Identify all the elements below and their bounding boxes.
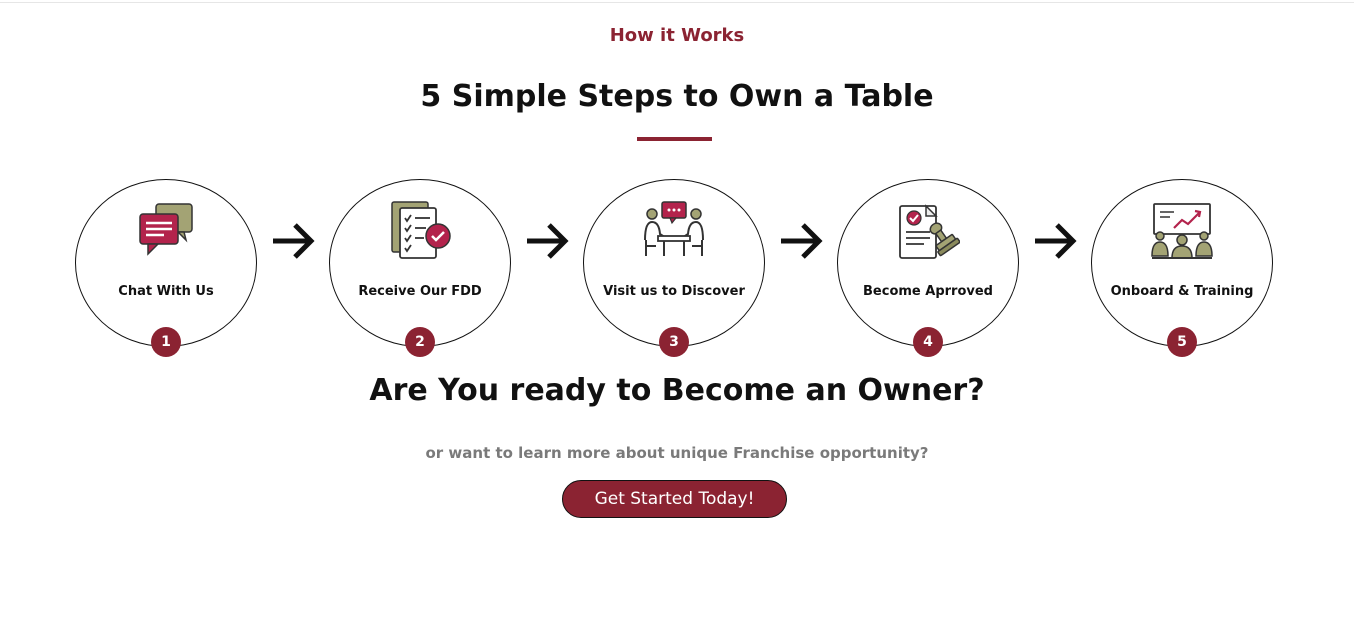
top-divider bbox=[0, 2, 1354, 3]
step-label: Chat With Us bbox=[118, 284, 214, 299]
step-number-badge: 3 bbox=[659, 327, 689, 357]
chat-bubbles-icon bbox=[134, 200, 198, 264]
step-number-badge: 2 bbox=[405, 327, 435, 357]
section-eyebrow: How it Works bbox=[609, 25, 745, 46]
meeting-icon bbox=[642, 200, 706, 264]
cta-heading: Are You ready to Become an Owner? bbox=[369, 373, 985, 408]
get-started-button[interactable]: Get Started Today! bbox=[562, 480, 787, 518]
step-2: Receive Our FDD 2 bbox=[329, 179, 511, 357]
step-number-badge: 1 bbox=[151, 327, 181, 357]
step-label: Visit us to Discover bbox=[603, 284, 745, 299]
step-label: Become Aprroved bbox=[863, 284, 993, 299]
step-number-badge: 5 bbox=[1167, 327, 1197, 357]
arrow-right-icon bbox=[1035, 223, 1077, 259]
arrow-right-icon bbox=[273, 223, 315, 259]
presentation-training-icon bbox=[1150, 200, 1214, 264]
step-label: Onboard & Training bbox=[1110, 284, 1254, 299]
step-label: Receive Our FDD bbox=[358, 284, 482, 299]
step-5: Onboard & Training 5 bbox=[1091, 179, 1273, 357]
step-1: Chat With Us 1 bbox=[75, 179, 257, 357]
step-3: Visit us to Discover 3 bbox=[583, 179, 765, 357]
title-underline bbox=[637, 137, 712, 141]
section-title: 5 Simple Steps to Own a Table bbox=[420, 79, 934, 114]
step-4: Become Aprroved 4 bbox=[837, 179, 1019, 357]
checklist-document-icon bbox=[388, 200, 452, 264]
stamped-document-icon bbox=[896, 200, 961, 264]
step-number-badge: 4 bbox=[913, 327, 943, 357]
arrow-right-icon bbox=[781, 223, 823, 259]
arrow-right-icon bbox=[527, 223, 569, 259]
cta-subtext: or want to learn more about unique Franc… bbox=[425, 444, 929, 462]
